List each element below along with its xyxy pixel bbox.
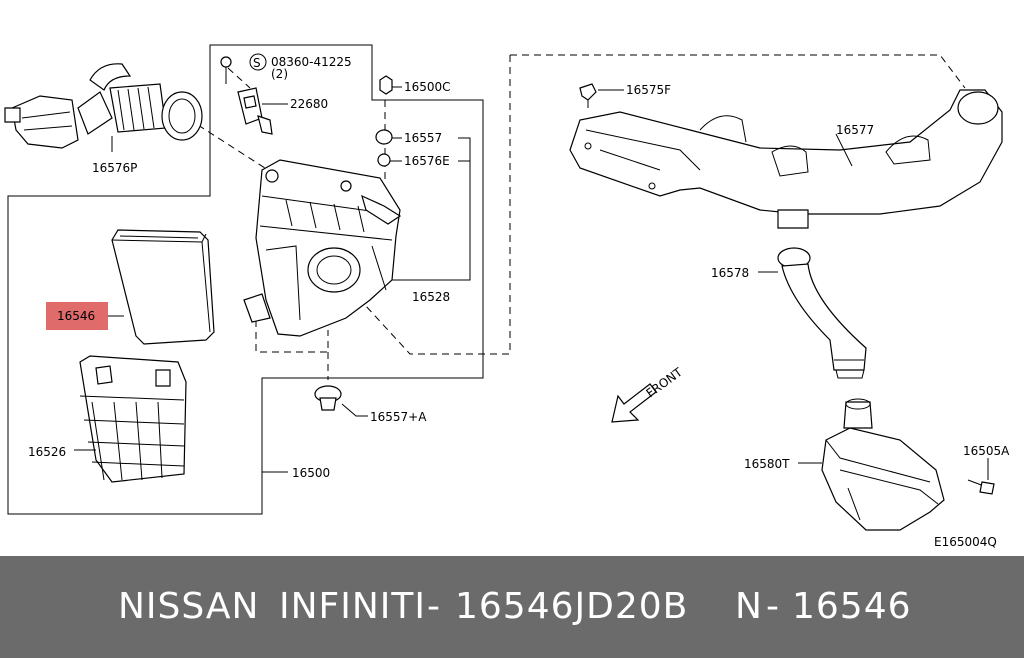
footer-part-number: 16546JD20B <box>455 586 689 627</box>
front-label: FRONT <box>644 365 686 401</box>
label-16577: 16577 <box>836 123 874 137</box>
front-arrow-icon <box>611 383 657 423</box>
grommet-16557A <box>314 385 342 411</box>
dash-bottom-mounts <box>255 320 329 353</box>
dash-duct-to-box <box>197 124 269 171</box>
footer-short-number: 16546 <box>792 586 912 627</box>
label-16526: 16526 <box>28 445 66 459</box>
label-16580T: 16580T <box>744 457 790 471</box>
label-08360-41225: 08360-41225 <box>271 55 352 69</box>
footer-prefix: N <box>735 586 763 627</box>
lower-case-16526 <box>79 355 187 483</box>
label-16557: 16557 <box>404 131 442 145</box>
air-cleaner-body-16528 <box>243 159 402 337</box>
label-16505A: 16505A <box>963 444 1010 458</box>
footer-sep-2: - <box>766 586 780 627</box>
hose-16578 <box>777 247 867 379</box>
label-16528: 16528 <box>412 290 450 304</box>
screw-symbol-icon <box>249 53 267 71</box>
label-16546: 16546 <box>57 309 95 323</box>
label-16576P: 16576P <box>92 161 137 175</box>
label-16500: 16500 <box>292 466 330 480</box>
diagram-code: E165004Q <box>934 535 997 549</box>
grommet-16557 <box>375 129 393 145</box>
bracket-16528 <box>392 137 471 281</box>
label-22680: 22680 <box>290 97 328 111</box>
air-duct-16577 <box>569 89 1003 229</box>
resonator-16580T <box>821 398 945 531</box>
footer-sep-1: - <box>427 586 441 627</box>
dash-front-loop-2 <box>364 55 511 355</box>
bolt-08360-41225 <box>220 56 232 84</box>
dash-front-loop <box>510 54 966 89</box>
dash-bolt <box>227 67 251 89</box>
assembly-frame-16500 <box>7 44 484 515</box>
footer-brand: NISSAN <box>118 586 260 627</box>
label-16500C: 16500C <box>404 80 451 94</box>
part-number-banner: NISSAN INFINITI - 16546JD20B N - 16546 <box>0 556 1024 658</box>
footer-make: INFINITI <box>279 586 427 627</box>
bolt-16505A <box>967 479 995 495</box>
label-16557A: 16557+A <box>370 410 427 424</box>
collar-16576E <box>377 153 391 167</box>
label-08360-qty: (2) <box>271 67 288 81</box>
label-16578: 16578 <box>711 266 749 280</box>
lead-16557A <box>341 403 368 417</box>
highlight-16546 <box>46 302 108 330</box>
nut-16500C <box>379 75 393 95</box>
filter-element-16546 <box>111 229 215 345</box>
label-16575F: 16575F <box>626 83 671 97</box>
air-cleaner-exploded-diagram: 16576P S 08360-41225 (2) 22680 16500C 16… <box>4 44 1010 549</box>
resonator-duct-16576P <box>4 63 203 149</box>
clip-16575F <box>579 83 597 108</box>
screw-symbol-letter: S <box>253 56 261 70</box>
airflow-sensor-22680 <box>237 87 273 135</box>
lead-16577 <box>835 133 853 167</box>
label-16576E: 16576E <box>404 154 450 168</box>
